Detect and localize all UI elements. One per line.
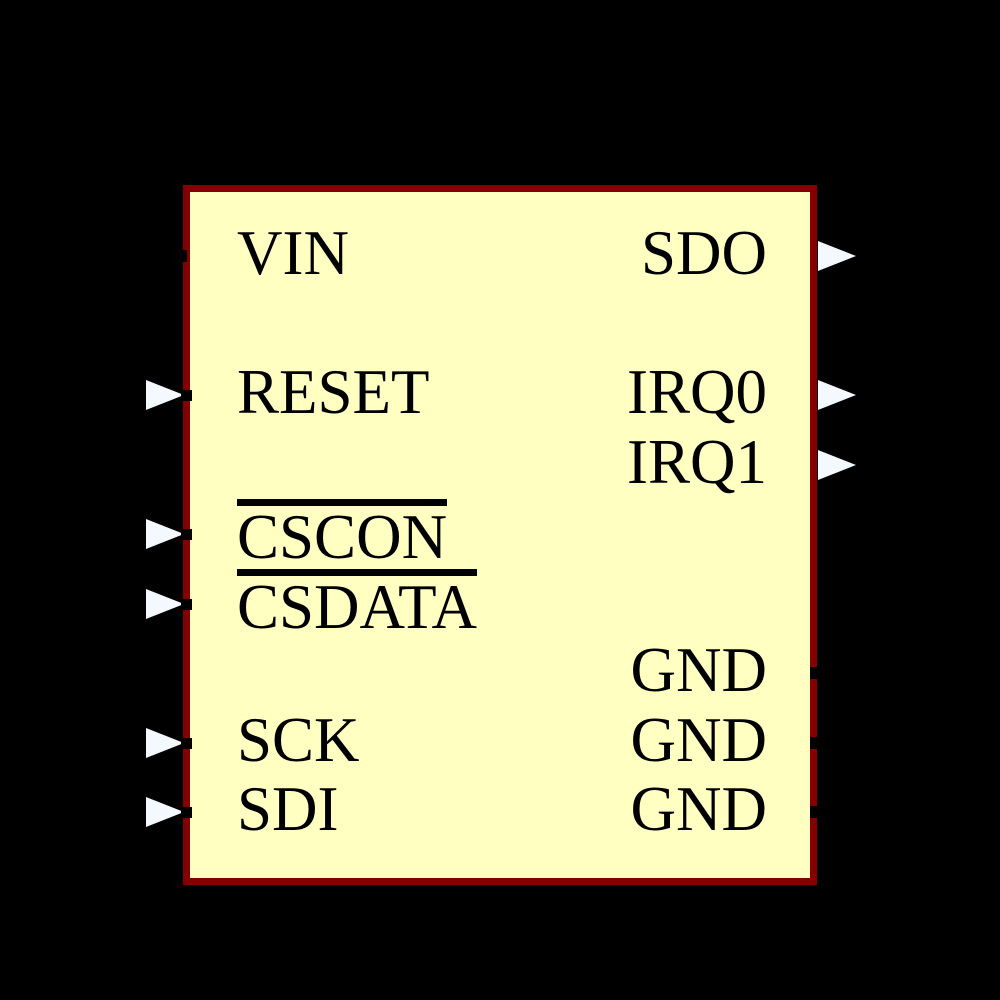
pin-label-text: VIN [237, 218, 349, 288]
pin-stub-sck[interactable] [181, 737, 192, 749]
pin-label-irq0: IRQ0 [627, 360, 767, 424]
pin-arrow-irq0[interactable] [818, 380, 856, 410]
pin-label-text: IRQ0 [627, 357, 767, 427]
pin-label-sdo: SDO [641, 221, 767, 285]
pin-label-gnd-3: GND [631, 777, 768, 841]
pin-label-vin: VIN [237, 221, 349, 285]
pin-label-text: GND [630, 635, 768, 705]
pin-arrow-sdo[interactable] [818, 241, 856, 271]
pin-label-cscon: CSCON [237, 499, 448, 569]
pin-label-text: GND [630, 774, 768, 844]
pin-label-text: SDO [640, 218, 767, 288]
pin-label-text: SCK [237, 704, 360, 775]
chip-body[interactable] [183, 185, 817, 885]
pin-label-irq1: IRQ1 [627, 430, 767, 494]
pin-stub-gnd-2[interactable] [810, 736, 823, 749]
pin-stub-csdata[interactable] [181, 598, 192, 610]
pin-stub-cscon[interactable] [181, 529, 192, 540]
pin-label-sck: SCK [237, 708, 360, 772]
pin-arrow-sdi[interactable] [146, 797, 184, 827]
pin-label-text: SDI [237, 774, 339, 844]
pin-arrow-cscon[interactable] [146, 519, 184, 549]
pin-arrow-reset[interactable] [146, 380, 184, 410]
pin-label-gnd-1: GND [631, 638, 768, 702]
pin-label-text: GND [630, 704, 768, 775]
pin-label-text-overlined: CSCON [237, 499, 448, 569]
pin-label-sdi: SDI [237, 777, 339, 841]
pin-label-text: RESET [237, 357, 430, 427]
pin-stub-vin[interactable] [173, 250, 187, 262]
pin-label-gnd-2: GND [631, 708, 768, 772]
pin-label-csdata: CSDATA [237, 568, 478, 638]
pin-arrow-csdata[interactable] [146, 588, 184, 619]
pin-stub-reset[interactable] [181, 390, 192, 401]
pin-arrow-sck[interactable] [146, 727, 184, 758]
pin-arrow-irq1[interactable] [818, 449, 856, 480]
pin-label-text: IRQ1 [627, 426, 767, 497]
pin-stub-sdi[interactable] [181, 807, 192, 818]
pin-label-text-overlined: CSDATA [237, 568, 478, 639]
pin-label-reset: RESET [237, 360, 430, 424]
pin-stub-gnd-3[interactable] [810, 806, 823, 818]
pin-stub-gnd-1[interactable] [810, 667, 823, 679]
